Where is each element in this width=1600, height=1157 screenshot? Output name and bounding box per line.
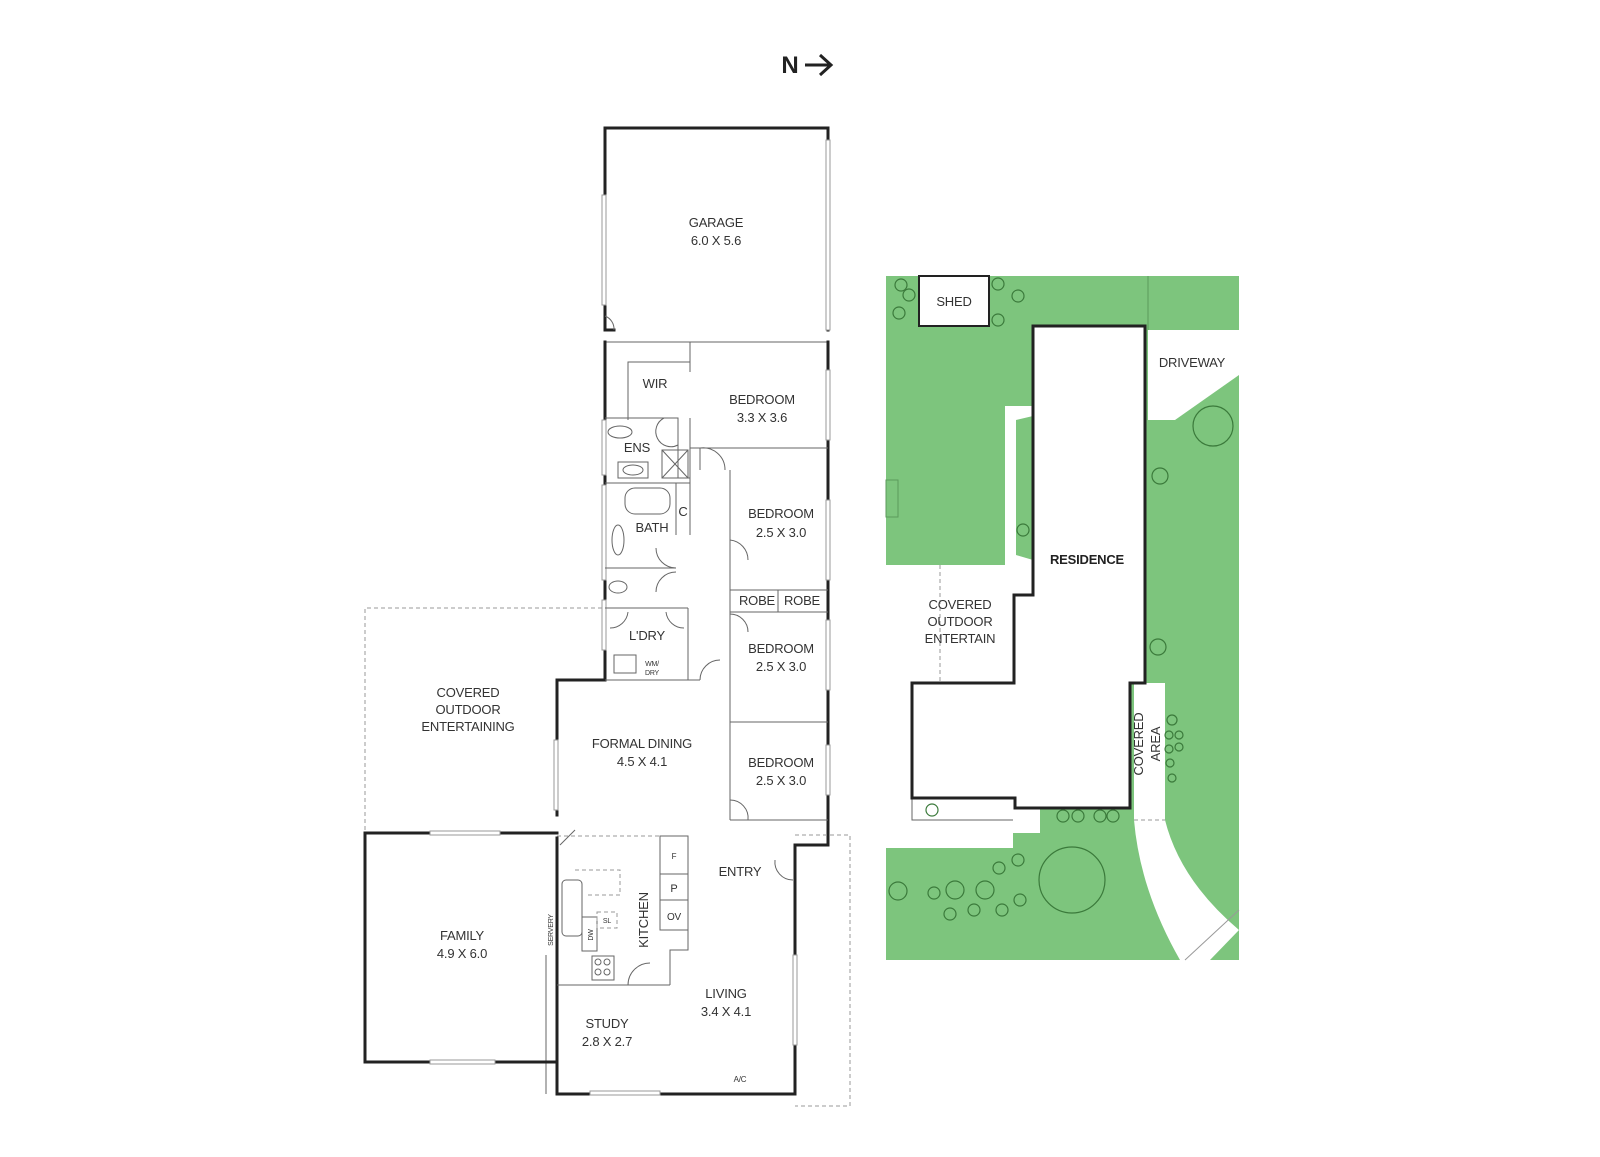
shed (918, 275, 990, 327)
size-formal-dining: 4.5 X 4.1 (617, 754, 667, 769)
interior-walls (545, 342, 828, 1094)
size-living: 3.4 X 4.1 (701, 1004, 751, 1019)
label-robe-1: ROBE (739, 593, 776, 608)
site-plan: SHED DRIVEWAY RESIDENCE COVERED OUTDOOR … (885, 275, 1240, 961)
size-bedroom-3: 2.5 X 3.0 (756, 659, 806, 674)
label-bedroom-3: BEDROOM (748, 641, 814, 656)
size-bedroom-4: 2.5 X 3.0 (756, 773, 806, 788)
north-compass: N (781, 52, 834, 79)
label-driveway: DRIVEWAY (1159, 355, 1226, 370)
label-garage: GARAGE (689, 215, 744, 230)
label-living: LIVING (705, 986, 747, 1001)
size-bedroom-2: 2.5 X 3.0 (756, 525, 806, 540)
label-formal-dining: FORMAL DINING (592, 736, 692, 751)
label-covered-area-1: COVERED (1131, 713, 1146, 776)
size-study: 2.8 X 2.7 (582, 1034, 632, 1049)
north-arrow-icon (805, 53, 834, 77)
label-wir: WIR (643, 376, 668, 391)
label-fridge: F (672, 852, 677, 861)
label-shed: SHED (936, 294, 971, 309)
floor-plan: GARAGE 6.0 X 5.6 WIR BEDROOM 3.3 X 3.6 E… (363, 126, 851, 1107)
room-labels: GARAGE 6.0 X 5.6 WIR BEDROOM 3.3 X 3.6 E… (421, 215, 820, 1084)
label-covered-outdoor-1: COVERED (437, 685, 500, 700)
label-bedroom-4: BEDROOM (748, 755, 814, 770)
tree-icons (888, 277, 1234, 921)
label-servery: SERVERY (548, 914, 555, 946)
size-family: 4.9 X 6.0 (437, 946, 487, 961)
label-pantry: P (670, 883, 677, 895)
size-garage: 6.0 X 5.6 (691, 233, 741, 248)
label-site-covered-3: ENTERTAIN (925, 631, 996, 646)
label-master-bedroom: BEDROOM (729, 392, 795, 407)
label-covered-outdoor-3: ENTERTAINING (421, 719, 514, 734)
label-site-covered-1: COVERED (929, 597, 992, 612)
residence (910, 324, 1147, 810)
label-covered-area-2: AREA (1148, 726, 1163, 761)
covered-outdoor-area (364, 607, 851, 1107)
label-residence: RESIDENCE (1050, 552, 1125, 567)
label-robe-2: ROBE (784, 593, 821, 608)
driveway (1148, 330, 1239, 420)
size-master-bedroom: 3.3 X 3.6 (737, 410, 787, 425)
label-sink: SL (603, 918, 611, 925)
room-family (363, 829, 576, 1065)
label-cupboard: C (678, 504, 687, 519)
label-wm-dry: WM/ (645, 661, 659, 668)
label-kitchen: KITCHEN (636, 892, 651, 948)
room-garage (601, 126, 831, 343)
house-walls (553, 340, 831, 1096)
label-wm-dry-2: DRY (645, 670, 660, 677)
label-covered-outdoor-2: OUTDOOR (435, 702, 500, 717)
label-laundry: L'DRY (629, 628, 665, 643)
north-label: N (781, 52, 798, 79)
label-family: FAMILY (440, 928, 485, 943)
label-study: STUDY (585, 1016, 629, 1031)
label-ens: ENS (624, 440, 651, 455)
label-bedroom-2: BEDROOM (748, 506, 814, 521)
label-oven: OV (667, 912, 682, 923)
label-bath: BATH (636, 520, 669, 535)
label-dishwasher: DW (588, 929, 595, 941)
label-site-covered-2: OUTDOOR (927, 614, 992, 629)
label-aircon: A/C (734, 1075, 747, 1084)
label-entry: ENTRY (719, 864, 762, 879)
